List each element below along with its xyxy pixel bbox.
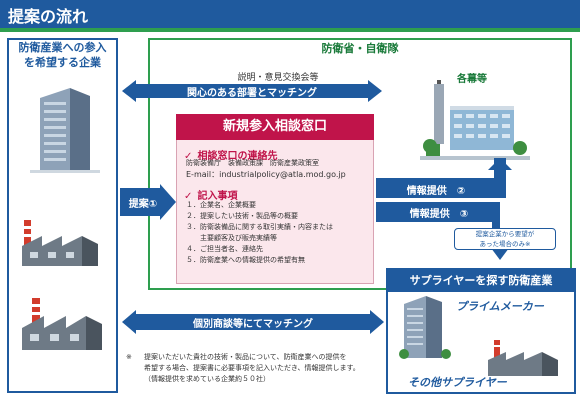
info-2-text: 情報提供 [406, 186, 447, 197]
bureaus-label: 各幕等 [457, 74, 487, 85]
item-3: ３．防衛装備品に関する取引実績・内容または [186, 223, 333, 231]
prime-maker-label: プライムメーカー [456, 300, 544, 313]
item-4: ４．ご担当者名、連絡先 [186, 245, 263, 253]
items-list: １．企業名、企業概要 ２．提案したい技術・製品等の概要 ３．防衛装備品に関する取… [186, 200, 333, 266]
item-3b: 主要顧客及び販売実績等 [186, 234, 277, 242]
applicant-company-title: 防衛産業への参入 を希望する企業 [9, 40, 116, 70]
page-title: 提案の流れ [8, 7, 89, 26]
proposal-arrow [120, 184, 176, 220]
supplier-industry-title: サプライヤーを探す防衛産業 [388, 270, 574, 292]
mod-sdf-title: 防衛省・自衛隊 [321, 42, 399, 55]
contact-heading: 相談窓口の連絡先 [197, 151, 278, 162]
items-heading-row: ✓ 記入事項 [184, 184, 237, 203]
proposal-num: ① [148, 199, 158, 210]
consultation-window [176, 114, 374, 284]
email-label: E-mail： [186, 170, 220, 179]
footnote-mark: ※ [126, 353, 132, 361]
factory-icon [22, 220, 98, 266]
info-3-label: 情報提供 ③ [386, 205, 492, 220]
contact-heading-row: ✓ 相談窓口の連絡先 [184, 144, 277, 163]
contact-office: 防衛装備庁 装備政策課 防衛産業政策室 [186, 159, 319, 167]
checkmark-icon: ✓ [184, 151, 193, 162]
email-address[interactable]: industrialpolicy@atla.mod.go.jp [219, 170, 346, 179]
info-2-num: ② [456, 186, 466, 197]
office-building-icon [30, 88, 100, 173]
footnote-line3: （情報提供を求めている企業約５０社） [144, 375, 270, 383]
supplier-factory-icon [488, 340, 558, 376]
request-callout: 提案企業から要望が あった場合のみ※ [454, 228, 556, 250]
callout-line1: 提案企業から要望が [475, 230, 535, 238]
info-provide-arrow-3 [376, 202, 512, 260]
consultation-window-title: 新規参入相談窓口 [176, 114, 374, 140]
items-heading: 記入事項 [197, 191, 238, 202]
briefing-label: 説明・意見交換会等 [237, 73, 319, 83]
matching-arrow-top [122, 80, 382, 102]
prime-building-icon [399, 296, 451, 359]
proposal-label: 提案① [123, 195, 163, 210]
info-3-num: ③ [459, 209, 469, 220]
footnote: 提案いただいた貴社の技術・製品について、防衛産業への提供を 希望する場合、提案書… [144, 352, 384, 385]
item-2: ２．提案したい技術・製品等の概要 [186, 212, 298, 220]
other-supplier-label: その他サプライヤー [408, 376, 507, 389]
footnote-line1: 提案いただいた貴社の技術・製品について、防衛産業への提供を [144, 353, 347, 361]
applicant-title-line1: 防衛産業への参入 [18, 41, 107, 54]
info-provide-arrow-2 [376, 158, 524, 198]
government-building-icon [420, 80, 530, 160]
contact-email-row: E-mail：industrialpolicy@atla.mod.go.jp [186, 169, 346, 180]
matching-top-label: 関心のある部署とマッチング [187, 88, 317, 99]
item-1: １．企業名、企業概要 [186, 201, 256, 209]
matching-arrow-bottom [122, 310, 384, 334]
header-underline [0, 28, 580, 32]
checkmark-icon-2: ✓ [184, 191, 193, 202]
item-5: ５．防衛産業への情報提供の希望有無 [186, 256, 305, 264]
callout-line2: あった場合のみ※ [479, 240, 531, 248]
matching-bottom-label: 個別商談等にてマッチング [193, 319, 313, 330]
factory-icon-2 [22, 298, 102, 350]
info-3-text: 情報提供 [409, 209, 450, 220]
info-2-label: 情報提供 ② [386, 182, 486, 197]
footnote-line2: 希望する場合、提案書に必要事項を記入いただき、情報提供します。 [144, 364, 360, 372]
proposal-text: 提案 [128, 199, 149, 210]
applicant-title-line2: を希望する企業 [24, 56, 101, 69]
header-bar [0, 0, 580, 28]
